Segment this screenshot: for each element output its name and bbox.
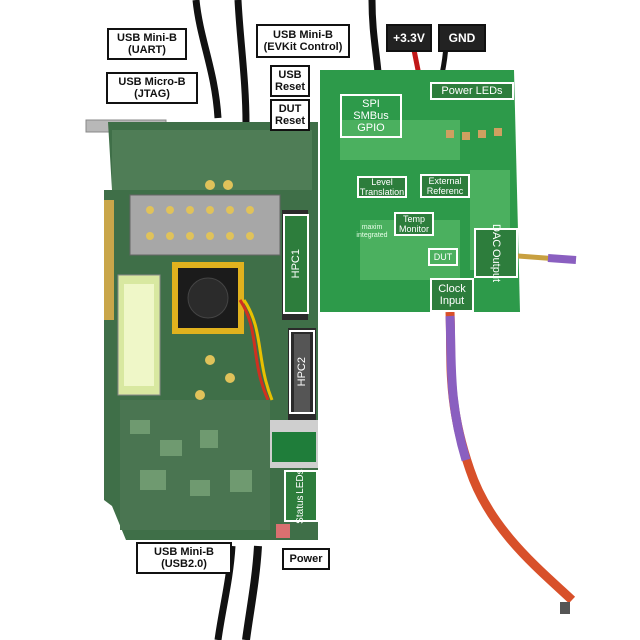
- label-status-leds: Status LEDs: [284, 468, 318, 524]
- label-status: Status: [295, 495, 306, 524]
- callout-usb-micro-jtag: USB Micro-B (JTAG): [106, 72, 198, 104]
- label-hpc2: HPC2: [289, 330, 315, 414]
- callout-plus-3v3: +3.3V: [386, 24, 432, 52]
- label-hpc2-text: HPC2: [296, 357, 308, 387]
- callout-usb-micro-jtag-line2: (JTAG): [134, 88, 170, 100]
- label-dut: DUT: [428, 248, 458, 266]
- callout-plus-3v3-text: +3.3V: [393, 31, 425, 45]
- label-smbus: SMBus: [353, 110, 389, 122]
- callout-usb-mini-evkit: USB Mini-B (EVKit Control): [256, 24, 350, 58]
- callout-dut-reset-line2: Reset: [275, 115, 305, 127]
- label-level-translation: Level Translation: [357, 176, 407, 198]
- label-spi: SPI: [362, 98, 380, 110]
- label-clock: Clock: [438, 283, 466, 295]
- callout-gnd: GND: [438, 24, 486, 52]
- label-referenc: Referenc: [426, 186, 464, 196]
- power-cable: [242, 545, 262, 640]
- label-gpio: GPIO: [357, 122, 385, 134]
- callout-dut-reset: DUT Reset: [270, 99, 310, 131]
- callout-usb-mini-usb2-line1: USB Mini-B: [154, 546, 214, 558]
- label-power-leds-text: Power LEDs: [441, 85, 503, 97]
- callout-gnd-text: GND: [448, 31, 476, 45]
- usb-evkit-cable: [368, 0, 382, 73]
- label-dac: DAC: [490, 223, 502, 248]
- label-temp-monitor: Temp Monitor: [394, 212, 434, 236]
- callout-usb-mini-uart-line1: USB Mini-B: [117, 32, 177, 44]
- corner-marker: [560, 602, 570, 614]
- label-monitor: Monitor: [398, 224, 429, 234]
- label-translation: Translation: [359, 187, 405, 197]
- dac-coax-sleeve: [547, 254, 577, 264]
- label-external: External: [428, 176, 462, 186]
- label-dac-output: DAC Output: [474, 224, 518, 282]
- callout-usb-mini-uart: USB Mini-B (UART): [107, 28, 187, 60]
- label-input: Input: [439, 295, 465, 307]
- callout-dut-reset-line1: DUT: [278, 103, 302, 115]
- callout-usb-mini-usb2: USB Mini-B (USB2.0): [136, 542, 232, 574]
- power-switch: [276, 524, 290, 538]
- label-temp: Temp: [402, 214, 425, 224]
- fpga-board-components: [104, 130, 318, 530]
- label-dut-text: DUT: [433, 252, 453, 262]
- label-hpc1: HPC1: [283, 214, 309, 314]
- usb-uart-cable: [192, 0, 222, 119]
- callout-usb-reset: USB Reset: [270, 65, 310, 97]
- callout-usb-mini-evkit-line1: USB Mini-B: [273, 29, 333, 41]
- maxim-logo-text: maxim integrated: [356, 224, 388, 239]
- label-hpc1-text: HPC1: [290, 249, 302, 279]
- label-clock-input: Clock Input: [430, 278, 474, 312]
- evkit-leds: [446, 128, 502, 140]
- callout-usb-micro-jtag-line1: USB Micro-B: [118, 76, 186, 88]
- label-output: Output: [490, 249, 502, 283]
- usb-jtag-cable: [234, 0, 250, 125]
- callout-power-text: Power: [289, 553, 323, 565]
- maxim-logo: maxim integrated: [354, 224, 390, 240]
- callout-usb-reset-line2: Reset: [275, 81, 305, 93]
- label-level: Level: [371, 177, 393, 187]
- callout-usb-mini-evkit-line2: (EVKit Control): [263, 41, 343, 53]
- label-spi-smbus-gpio: SPI SMBus GPIO: [340, 94, 402, 138]
- callout-usb-mini-uart-line2: (UART): [128, 44, 166, 56]
- callout-usb-mini-usb2-line2: (USB2.0): [161, 558, 207, 570]
- callout-power: Power: [282, 548, 330, 570]
- label-leds: LEDs: [295, 468, 306, 494]
- callout-usb-reset-line1: USB: [278, 69, 302, 81]
- clock-coax-cable-sleeve: [445, 315, 471, 462]
- label-external-reference: External Referenc: [420, 174, 470, 198]
- label-power-leds: Power LEDs: [430, 82, 514, 100]
